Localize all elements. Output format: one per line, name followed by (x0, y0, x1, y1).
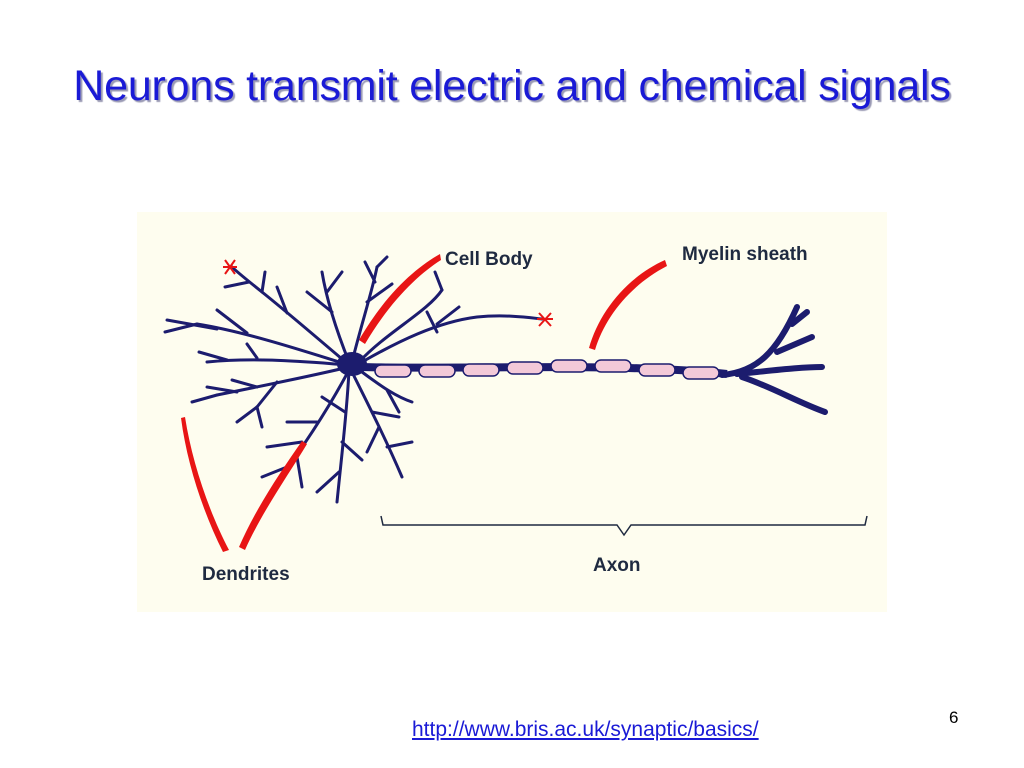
cell-body (337, 352, 367, 376)
neuron-illustration (163, 254, 868, 552)
page-number: 6 (949, 708, 959, 727)
source-link[interactable]: http://www.bris.ac.uk/synaptic/basics/ (412, 718, 759, 741)
neuron-diagram: Cell Body Myelin sheath Dendrites Axon (137, 212, 887, 612)
dendrites (163, 255, 544, 504)
myelin-segments (374, 359, 720, 380)
axon-bracket (380, 515, 868, 537)
label-pointers (181, 254, 667, 552)
axon-label: Axon (593, 555, 641, 576)
dendrites-label: Dendrites (202, 564, 290, 585)
slide-title: Neurons transmit electric and chemical s… (73, 62, 951, 110)
signal-stars (223, 259, 553, 327)
myelin-sheath-label: Myelin sheath (682, 244, 808, 265)
axon-terminals (719, 304, 828, 415)
cell-body-label: Cell Body (445, 249, 533, 270)
